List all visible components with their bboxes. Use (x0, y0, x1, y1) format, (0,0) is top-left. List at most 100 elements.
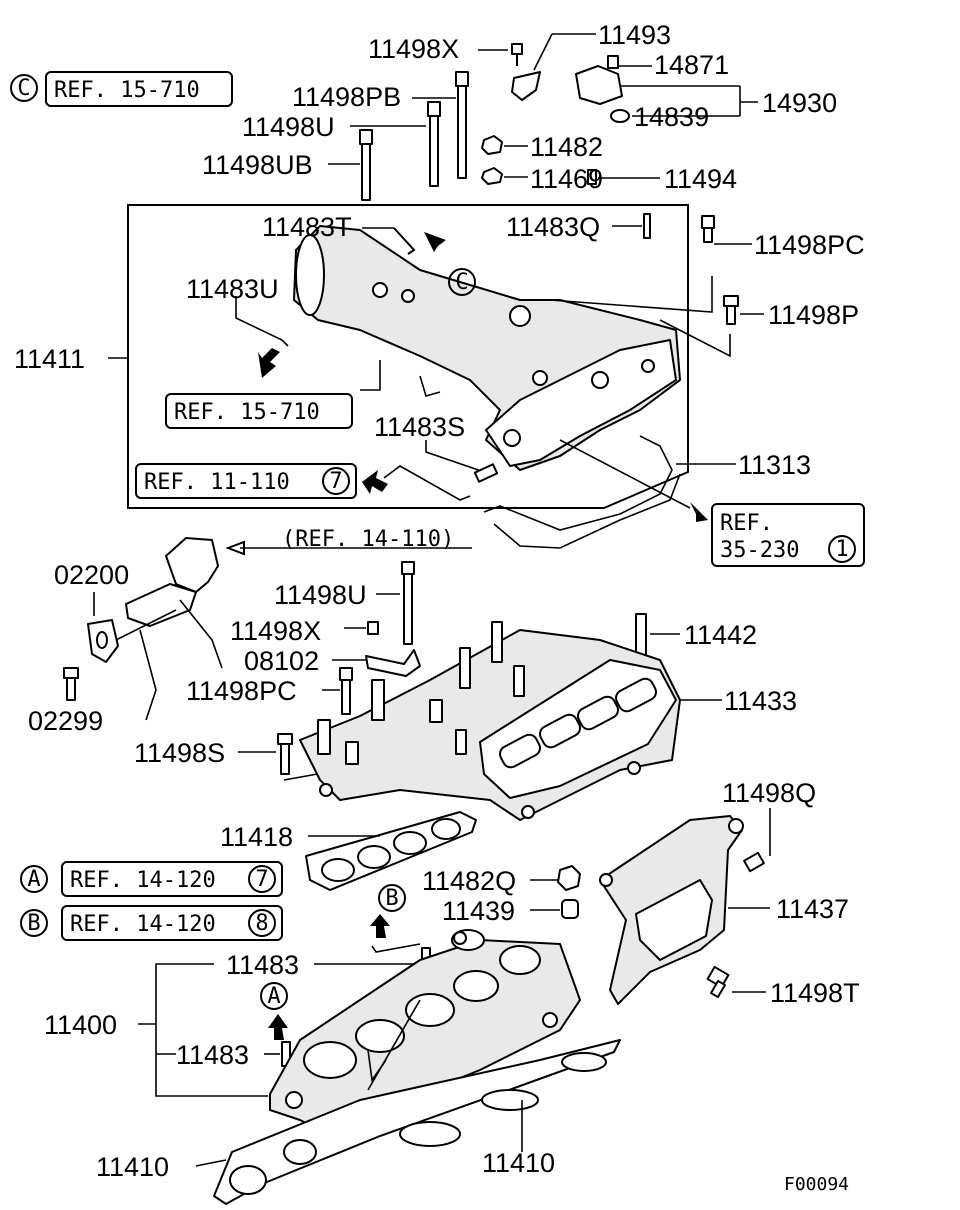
bolt-11498U-top (350, 101, 441, 187)
label-11498Q: 11498Q (722, 778, 816, 808)
label-11498U-top: 11498U (242, 112, 335, 142)
gasket-11418 (305, 811, 477, 891)
ref-box-a (61, 861, 283, 897)
gasket-02200 (87, 592, 119, 663)
ref-label-15-710: REF. 15-710 (174, 400, 320, 425)
nut-11469 (481, 167, 528, 185)
marker-b: B (27, 911, 40, 936)
label-11498X-top: 11498X (368, 34, 459, 64)
bolt-11498PC-top (701, 215, 752, 245)
sensor-14930 (575, 55, 758, 123)
label-11483S: 11483S (374, 412, 465, 442)
label-14871: 14871 (654, 50, 729, 80)
pin-11494 (587, 169, 660, 185)
bolt-11498UB (328, 129, 373, 201)
ref-label-35-230-line1: REF. (720, 511, 773, 536)
label-11498PC-top: 11498PC (754, 230, 865, 260)
label-11493: 11493 (598, 20, 671, 50)
ref-label-35-230-line2: 35-230 (720, 538, 799, 563)
label-11410-a: 11410 (96, 1152, 169, 1182)
label-11498X-mid: 11498X (230, 616, 321, 646)
nut-11482Q (530, 865, 581, 891)
marker-8-circle (248, 909, 276, 937)
marker-a-arrow-circle (260, 982, 288, 1010)
label-11498P: 11498P (768, 300, 859, 330)
ref-label-a: REF. 14-120 (70, 868, 216, 893)
ref-box-11-110 (135, 463, 357, 499)
label-11498UB: 11498UB (202, 150, 313, 180)
ref-box-b (61, 905, 283, 941)
label-11418: 11418 (220, 822, 293, 852)
ref-label-14-110: (REF. 14-110) (282, 527, 454, 552)
label-02200: 02200 (54, 560, 129, 590)
upper-intake-plenum (293, 225, 731, 471)
pin-11483S (425, 440, 499, 483)
label-02299: 02299 (28, 706, 103, 736)
marker-b-arrow-circle (378, 884, 406, 912)
bolt-11498PB (412, 71, 469, 179)
label-11483-b: 11483 (176, 1040, 249, 1070)
label-11433: 11433 (724, 686, 797, 716)
label-11482Q: 11482Q (422, 866, 516, 896)
ref-box-15-710-top (45, 71, 233, 107)
bracket-08102 (332, 649, 421, 677)
gasket-11313 (483, 435, 736, 549)
bracket-11400 (138, 963, 420, 1097)
throttle-body-ref (99, 537, 472, 721)
label-14839: 14839 (634, 102, 709, 132)
arrow-to-A (268, 1014, 288, 1040)
label-11498S: 11498S (134, 738, 225, 768)
marker-b-circle (20, 909, 48, 937)
label-11469: 11469 (530, 164, 603, 194)
bolt-11498U-mid (376, 561, 415, 645)
marker-c: C (17, 76, 30, 101)
label-11411: 11411 (14, 344, 85, 374)
ref-11-110-arrow (362, 465, 471, 501)
label-11498T: 11498T (770, 978, 860, 1008)
marker-c-arrow: C (455, 270, 468, 295)
label-14930: 14930 (762, 88, 837, 118)
marker-1: 1 (835, 537, 848, 562)
label-11442: 11442 (684, 620, 757, 650)
marker-a-arrow: A (267, 984, 280, 1009)
bolt-02299 (63, 667, 79, 701)
label-11313: 11313 (738, 450, 811, 480)
marker-1-circle (828, 535, 856, 563)
label-11498U-mid: 11498U (274, 580, 367, 610)
drawing-code: F00094 (784, 1174, 849, 1195)
ref-label-15-710-top: REF. 15-710 (54, 78, 200, 103)
label-11400: 11400 (44, 1010, 117, 1040)
ref-box-35-230 (711, 503, 865, 567)
label-11498PB: 11498PB (292, 82, 401, 112)
label-11483-a: 11483 (226, 950, 299, 980)
nut-11482 (481, 135, 528, 155)
hose-11483U (235, 296, 289, 378)
lower-plenum-11433 (299, 621, 722, 821)
marker-7: 7 (329, 469, 342, 494)
bushing-11439 (530, 899, 579, 919)
label-11483U: 11483U (186, 274, 279, 304)
bracket-11493 (511, 33, 596, 101)
label-11410-b: 11410 (482, 1148, 555, 1178)
gasket-11410 (195, 1039, 621, 1205)
label-08102: 08102 (244, 646, 319, 676)
marker-8: 8 (255, 911, 268, 936)
clip-11483T (362, 227, 446, 255)
label-11437: 11437 (776, 894, 849, 924)
ref-box-15-710 (165, 393, 353, 429)
ref-label-b: REF. 14-120 (70, 912, 216, 937)
bolt-11498Q (743, 808, 771, 873)
bolt-11498T (706, 965, 766, 999)
marker-7b-circle (248, 865, 276, 893)
marker-a-circle (20, 865, 48, 893)
marker-a: A (27, 867, 40, 892)
bracket-11437 (599, 815, 770, 1005)
label-11482: 11482 (530, 132, 603, 162)
marker-7-circle (322, 467, 350, 495)
bolt-11498P (723, 295, 764, 325)
label-11483Q: 11483Q (506, 212, 600, 242)
arrow-to-B (370, 914, 421, 953)
bolt-11498PC-mid (322, 667, 353, 715)
lower-intake-manifold-11400 (269, 929, 581, 1141)
